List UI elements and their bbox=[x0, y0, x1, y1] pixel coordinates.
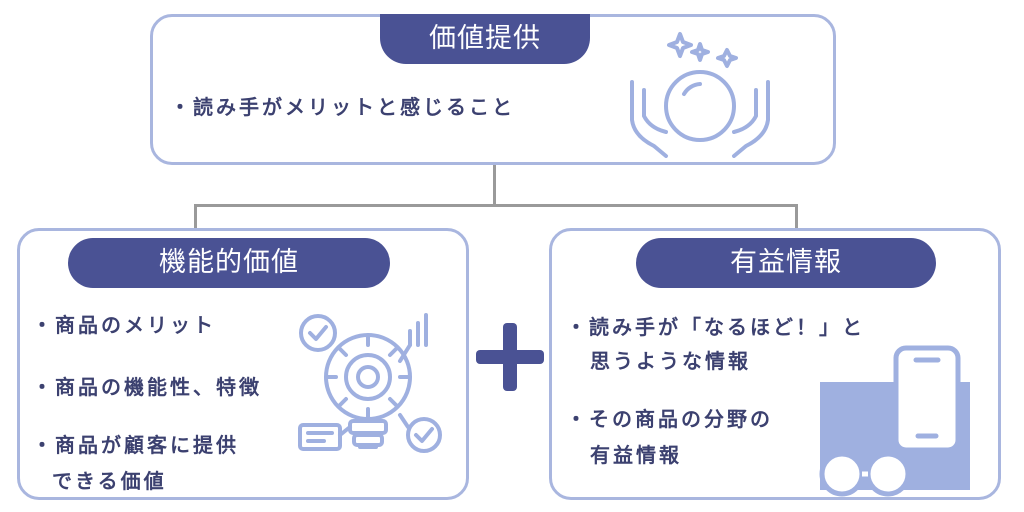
useful-info-bullet-1: ・読み手が「なるほど！」と bbox=[566, 315, 865, 339]
functional-value-title: 機能的価値 bbox=[68, 238, 390, 288]
functional-value-bullet-3-cont: できる価値 bbox=[52, 469, 167, 493]
value-provision-bullet: ・読み手がメリットと感じること bbox=[170, 95, 515, 119]
connector-vertical-left bbox=[194, 204, 197, 230]
phone-glasses-icon bbox=[819, 345, 970, 497]
connector-vertical-top bbox=[493, 165, 496, 205]
useful-info-bullet-2-cont: 有益情報 bbox=[590, 443, 682, 467]
useful-info-title: 有益情報 bbox=[636, 238, 936, 288]
functional-value-bullet-2: ・商品の機能性、特徴 bbox=[32, 375, 262, 399]
connector-vertical-right bbox=[795, 204, 798, 230]
functional-value-bullet-1: ・商品のメリット bbox=[32, 313, 216, 337]
useful-info-bullet-2: ・その商品の分野の bbox=[566, 407, 773, 431]
connector-horizontal bbox=[194, 204, 798, 207]
useful-info-bullet-1-cont: 思うような情報 bbox=[590, 349, 751, 373]
value-provision-title: 価値提供 bbox=[380, 14, 590, 64]
functional-value-bullet-3: ・商品が顧客に提供 bbox=[32, 433, 239, 457]
plus-icon bbox=[503, 323, 517, 391]
crystal-ball-hands-icon bbox=[630, 32, 770, 158]
lightbulb-gear-icon bbox=[298, 313, 442, 453]
